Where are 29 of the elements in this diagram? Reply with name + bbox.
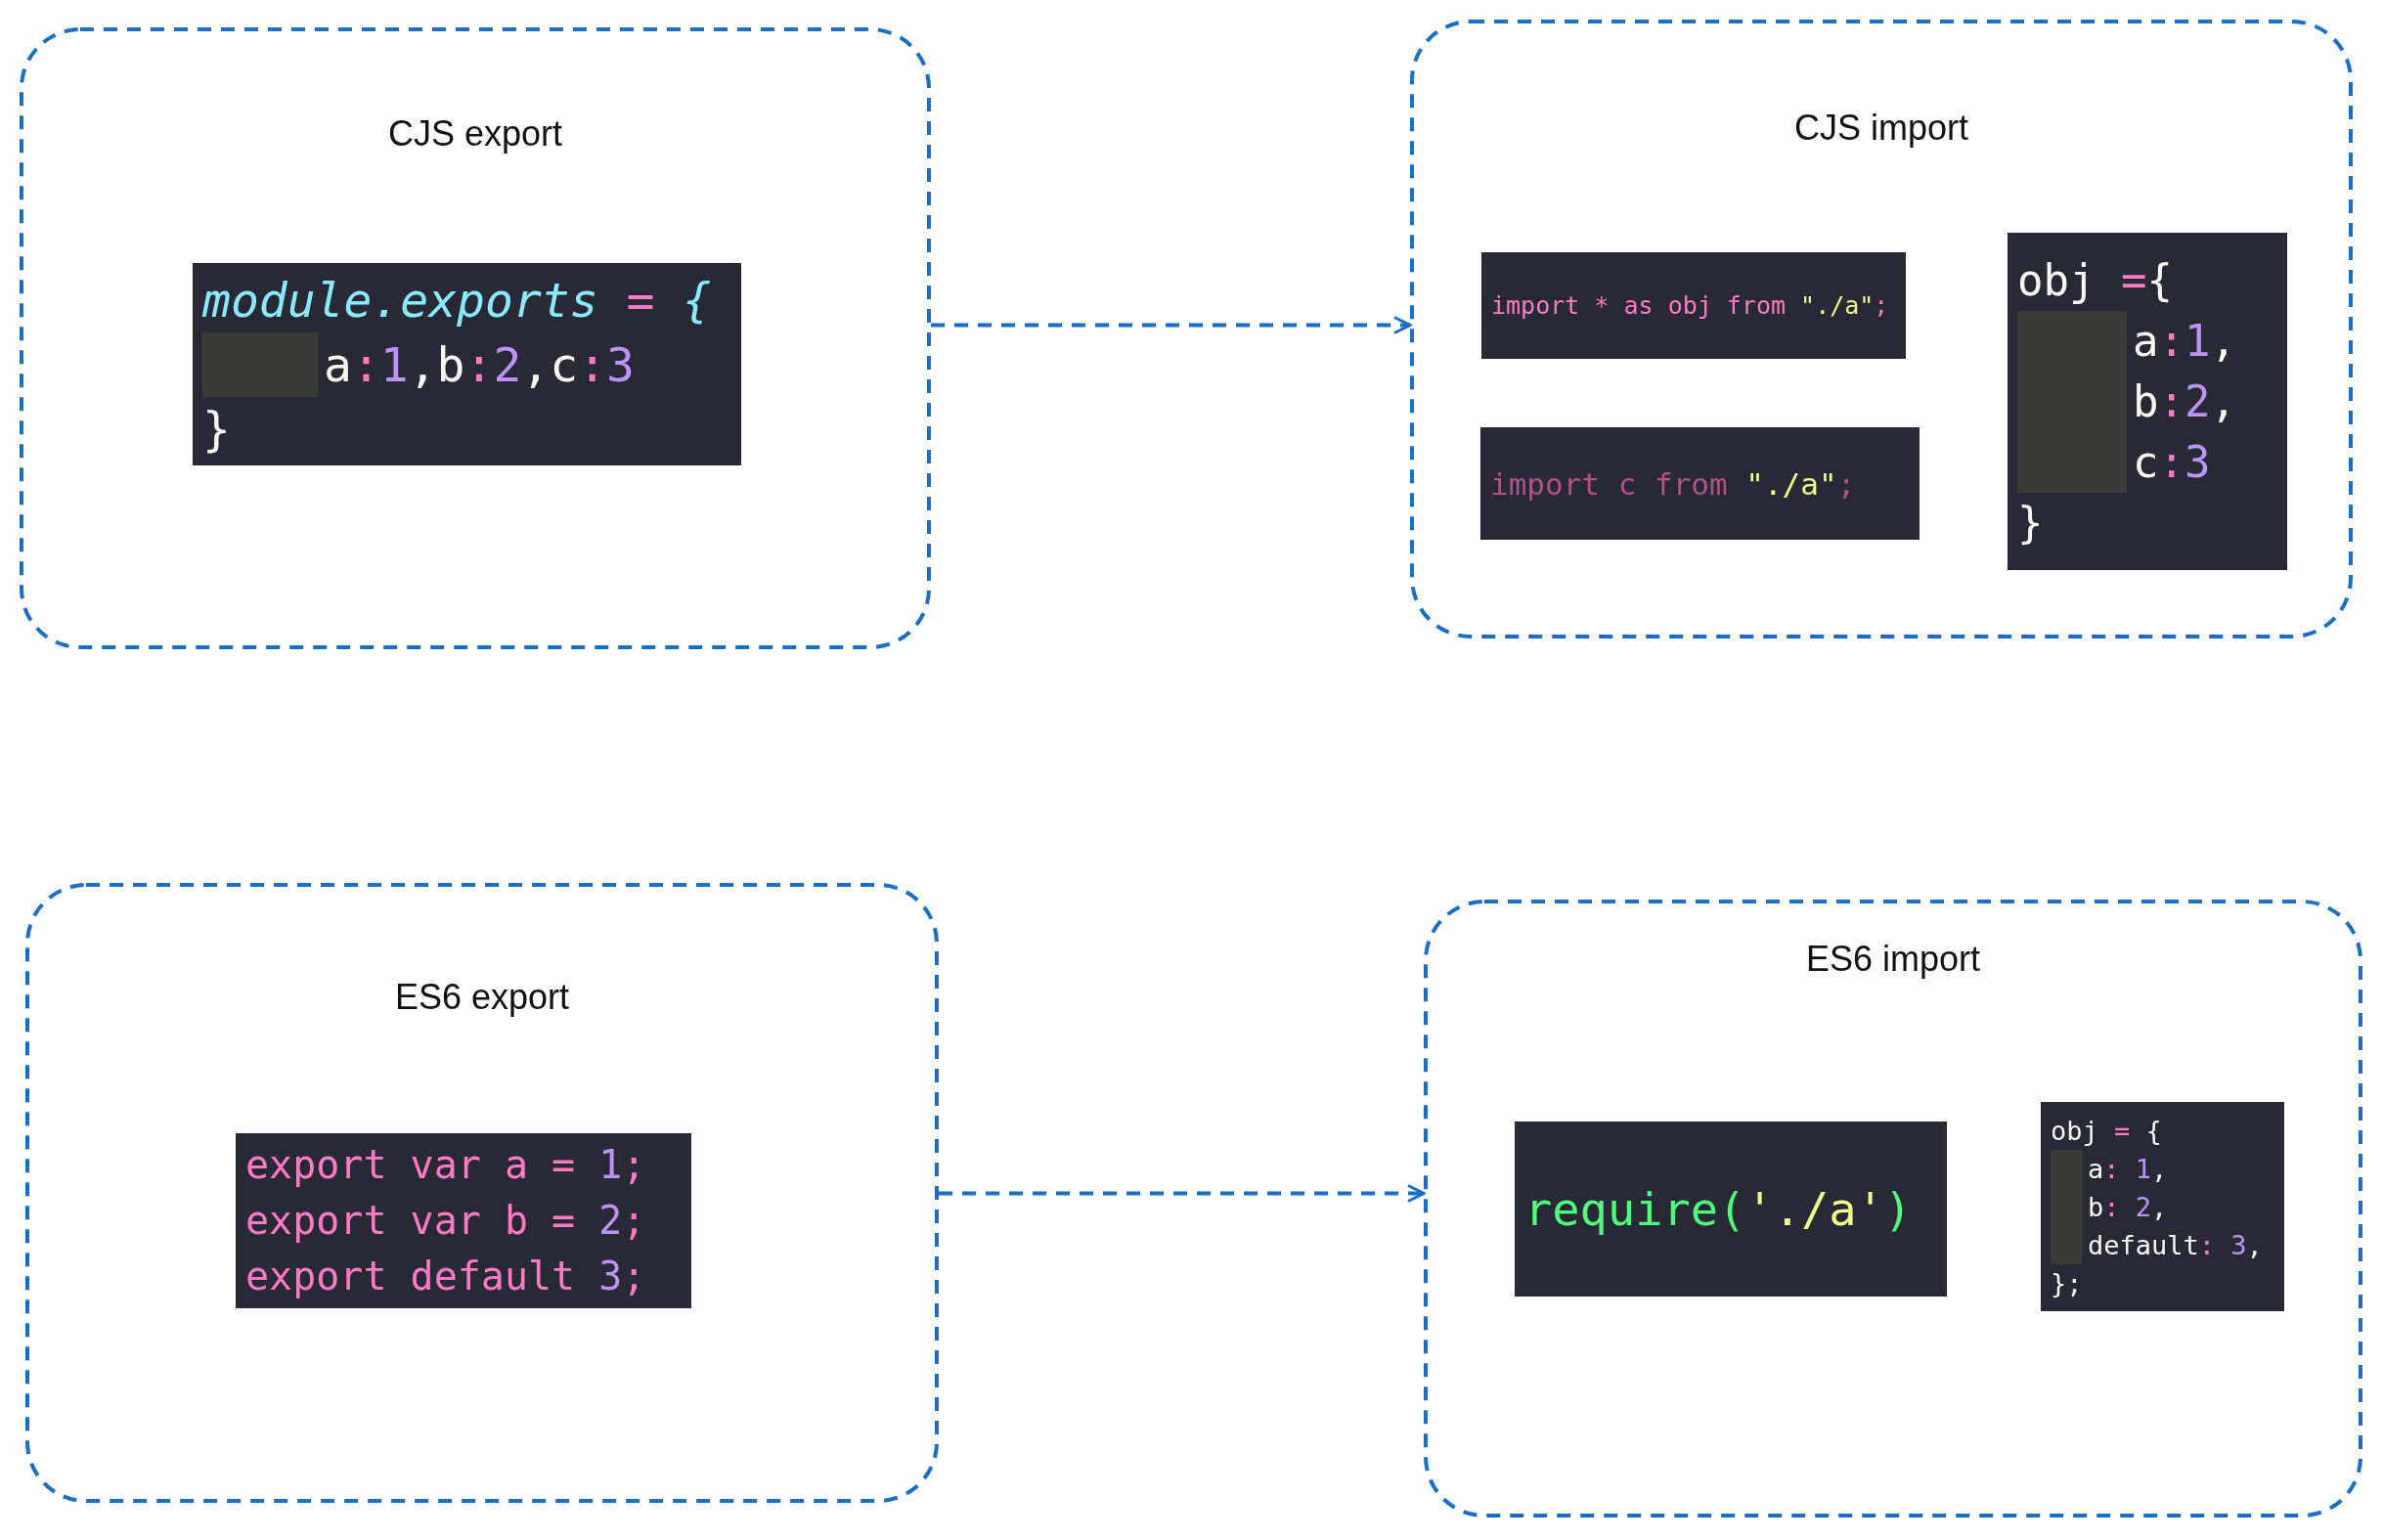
code-snippet: [2008, 233, 2287, 570]
code-line: }: [202, 400, 232, 459]
code-line: obj ={: [2017, 253, 2174, 307]
section-title: CJS import: [1793, 108, 1969, 149]
code-line: };: [2051, 1266, 2084, 1300]
code-line: obj = {: [2051, 1114, 2163, 1148]
code-snippet: [236, 1133, 691, 1308]
code-line: module.exports = {: [202, 271, 713, 330]
code-line: import c from "./a";: [1490, 464, 1857, 504]
code-line: require('./a'): [1524, 1180, 1914, 1238]
dashed-group-box: [25, 883, 939, 1503]
section-title: ES6 import: [1804, 939, 1982, 980]
section-title: ES6 export: [393, 977, 571, 1018]
section-title: CJS export: [386, 113, 564, 154]
code-snippet: [193, 263, 741, 465]
dashed-group-box: [1410, 20, 2353, 638]
dashed-arrow: [931, 316, 1412, 334]
code-line: export default 3;: [245, 1253, 647, 1300]
code-line: export var b = 2;: [245, 1197, 647, 1245]
code-snippet: [1515, 1122, 1947, 1297]
code-snippet: [2041, 1102, 2284, 1311]
code-snippet: [1481, 252, 1906, 359]
dashed-arrow: [939, 1184, 1426, 1203]
code-line: import * as obj from "./a";: [1491, 289, 1890, 322]
code-snippet: [1480, 427, 1920, 540]
dashed-group-box: [1424, 900, 2362, 1518]
dashed-group-box: [20, 27, 931, 649]
code-line: export var a = 1;: [245, 1141, 647, 1189]
code-line: }: [2017, 496, 2045, 550]
